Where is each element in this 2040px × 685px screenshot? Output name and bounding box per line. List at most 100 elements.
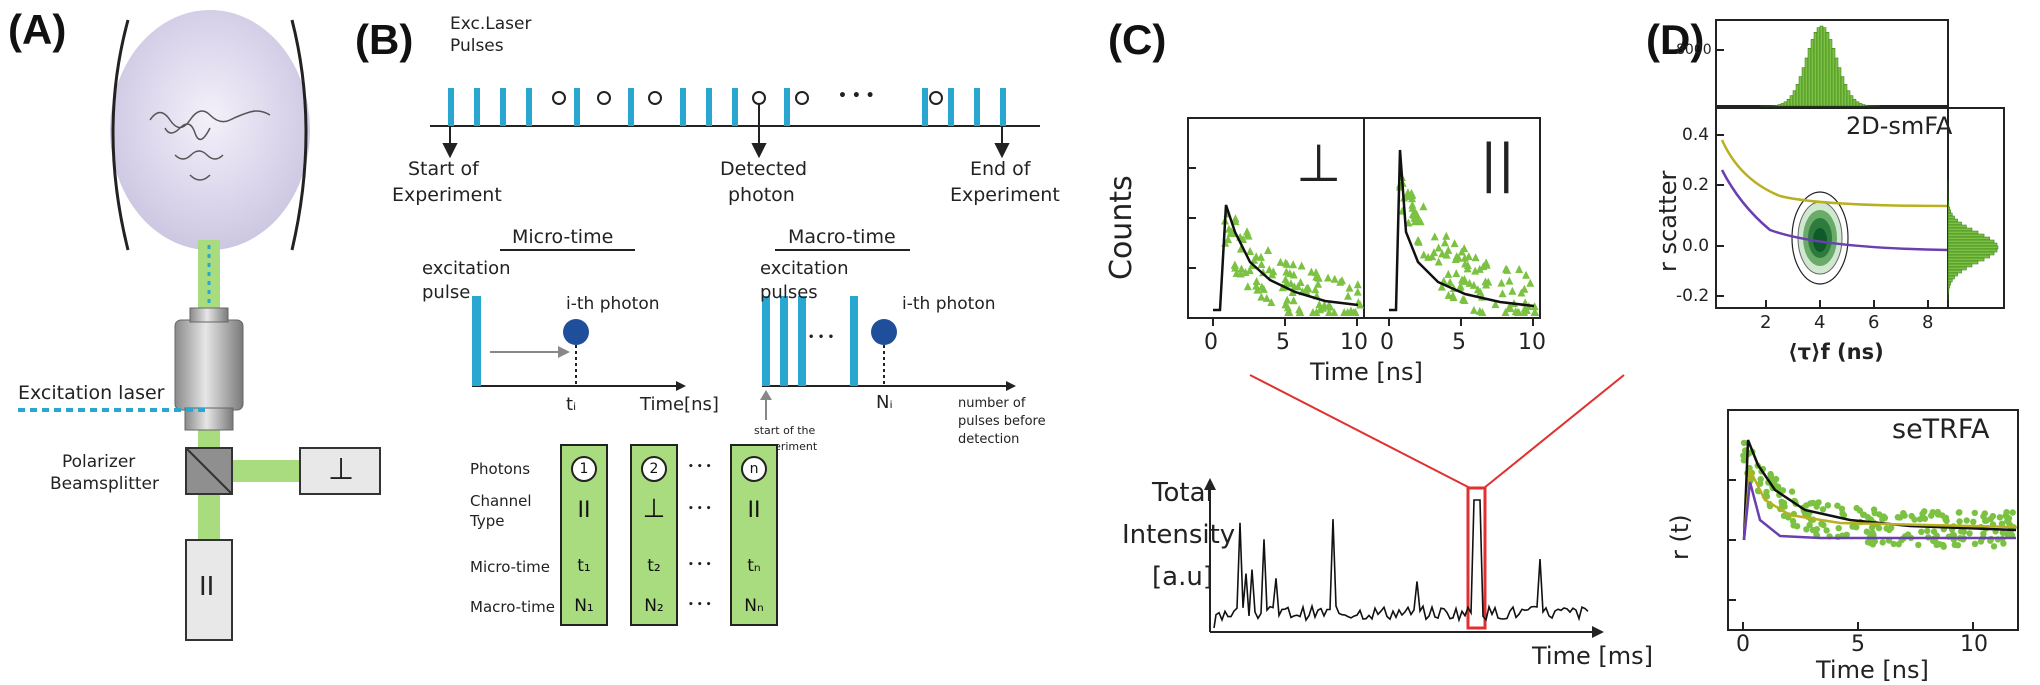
start-experiment-label-1: Start of	[408, 158, 479, 180]
row-label-photons: Photons	[470, 460, 531, 478]
data-point	[1252, 252, 1261, 261]
data-point	[1463, 264, 1472, 273]
data-point	[1788, 488, 1796, 495]
histogram-bar	[1947, 269, 1962, 274]
data-point	[1460, 244, 1469, 253]
density-contour	[1791, 191, 1849, 285]
histogram-bar	[1947, 290, 1949, 295]
channel-cell: ⊥	[642, 494, 666, 524]
data-point	[1290, 282, 1299, 291]
table-dots-2: • • •	[688, 504, 712, 514]
histogram-bar	[1947, 254, 1990, 259]
anisotropy-plots	[1715, 19, 2019, 631]
row-label-channel: Channel	[470, 492, 532, 510]
data-point	[1408, 210, 1417, 219]
data-point	[1424, 252, 1433, 261]
data-point	[1809, 499, 1817, 507]
histogram-bar	[1947, 203, 1950, 208]
data-point	[1871, 509, 1878, 517]
data-point	[1508, 286, 1517, 295]
data-point	[2009, 509, 2016, 516]
histogram-bar	[1774, 104, 1779, 107]
data-point	[1343, 308, 1352, 316]
data-point	[1345, 283, 1354, 292]
perp-tick-0: 0	[1204, 330, 1218, 355]
data-point	[1911, 516, 1918, 523]
photon-number-badge: n	[732, 456, 776, 482]
data-point	[1444, 290, 1453, 299]
data-point	[1464, 252, 1473, 261]
data-point	[1465, 278, 1474, 287]
data-point	[1505, 276, 1514, 285]
row-label-macro-time: Macro-time	[470, 598, 555, 616]
data-point	[1915, 541, 1922, 549]
histogram-bar	[1947, 236, 1990, 241]
histogram-bar	[1947, 251, 1995, 256]
histogram-bar	[1855, 101, 1860, 107]
data-point	[1236, 269, 1245, 278]
data-point	[1883, 525, 1890, 532]
data-point	[2000, 540, 2007, 547]
data-point	[1281, 275, 1290, 284]
data-point	[1497, 278, 1506, 287]
data-point	[1252, 276, 1261, 285]
micro-excitation-label-1: excitation	[422, 258, 511, 279]
data-point	[1823, 527, 1830, 534]
macro-axis-label-3: detection	[958, 432, 1020, 447]
data-point	[1414, 236, 1423, 245]
data-point	[1918, 528, 1925, 535]
end-experiment-label-2: Experiment	[950, 184, 1060, 206]
histogram-bar	[1947, 218, 1958, 223]
data-point	[1429, 248, 1438, 257]
data-point	[1806, 521, 1813, 529]
histogram-bar	[1828, 39, 1833, 107]
data-point	[1452, 269, 1461, 278]
macro-dots: • • •	[808, 332, 835, 343]
histogram-bar	[1947, 224, 1967, 229]
histogram-bar	[1831, 48, 1836, 107]
micro-time-cell: t₁	[577, 556, 591, 576]
bottom-xtick-10: 10	[1960, 632, 1988, 657]
data-point	[1320, 300, 1329, 309]
data-point	[1839, 510, 1846, 517]
data-point	[1442, 231, 1451, 240]
micro-photon-label: i-th photon	[566, 294, 660, 314]
data-point	[1921, 515, 1929, 522]
data-point	[1257, 282, 1266, 291]
data-point	[1890, 540, 1897, 548]
data-point	[1438, 249, 1447, 258]
data-point	[1296, 308, 1305, 316]
data-point	[1471, 253, 1480, 262]
data-point	[1434, 257, 1443, 266]
data-point	[1325, 308, 1334, 316]
data-point	[1863, 528, 1871, 535]
data-point	[1267, 298, 1276, 307]
data-point	[1257, 259, 1266, 268]
data-point	[1252, 281, 1261, 290]
data-point	[1921, 508, 1928, 515]
top-ytick-0: 0.4	[1682, 125, 1710, 145]
histogram-bar	[1947, 239, 1995, 244]
data-point	[1864, 513, 1871, 521]
static-fret-line-yellow	[1720, 139, 1949, 208]
zoom-window	[1466, 486, 1487, 630]
top-ytick-2: 0.0	[1682, 236, 1710, 256]
channel-cell: II	[747, 498, 761, 523]
data-point	[2004, 514, 2011, 521]
data-point	[1456, 283, 1465, 292]
macro-time-title: Macro-time	[788, 226, 896, 248]
histogram-bar	[1947, 230, 1979, 235]
micro-time-cell: t₂	[647, 556, 661, 576]
r-scatter-axis-label: r scatter	[1654, 170, 1682, 272]
data-point	[1289, 296, 1298, 305]
data-point	[1875, 524, 1883, 532]
panel-c: (C) Counts ⊥ || 0 5 10 0 5 10 Time [ns] …	[1100, 0, 1653, 685]
data-point	[1929, 509, 1936, 516]
histogram-bar	[1947, 281, 1951, 286]
macro-time-diagram	[760, 296, 1016, 420]
decay-and-trace-plots	[1187, 117, 1625, 638]
data-point	[1868, 524, 1876, 531]
panel-b-label: (B)	[355, 16, 414, 63]
histogram-bar	[1819, 25, 1824, 107]
static-fret-line-purple	[1720, 169, 1949, 252]
